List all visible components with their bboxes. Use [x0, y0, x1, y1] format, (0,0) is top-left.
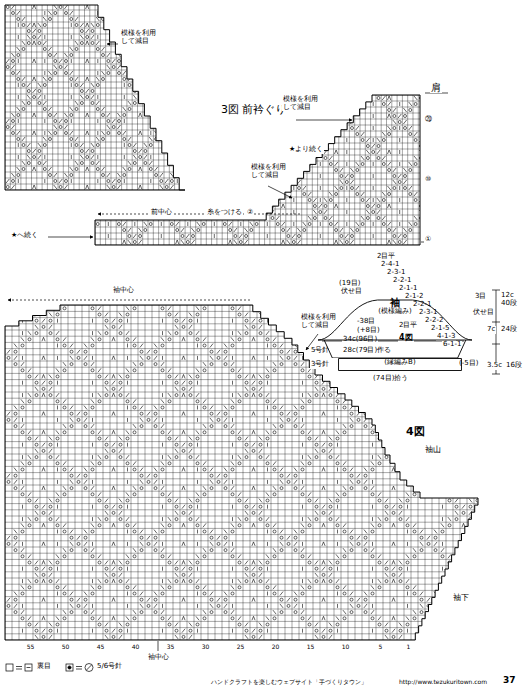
chart-label: ①	[424, 236, 432, 244]
chart-grid	[95, 95, 424, 245]
chart-label: 3号針	[310, 361, 330, 369]
chart-label: ★より続く	[288, 146, 324, 154]
chart-label: 伏せ目	[472, 309, 495, 317]
chart-label: 模様を利用して減目	[250, 164, 288, 179]
chart-label: 4図	[398, 334, 414, 343]
chart-label: 袖中心	[112, 287, 135, 295]
chart-label: 28c(79目)作る	[342, 347, 392, 355]
chart-label: 1	[406, 644, 412, 651]
chart-label: 2-1-5	[430, 325, 450, 333]
chart-outline	[5, 305, 478, 640]
chart-label: 15	[306, 644, 316, 651]
legend-text: 5/6号針	[96, 663, 123, 671]
chart-grid	[5, 4, 191, 190]
chart-label: 37	[502, 676, 517, 686]
chart-label: 50	[61, 644, 71, 651]
chart-label: -38目	[356, 318, 376, 326]
chart-label: 3.5c	[486, 362, 503, 370]
guide-lines	[8, 44, 500, 651]
chart-label: 2-2-1	[392, 277, 412, 285]
chart-label: 2目平	[376, 253, 396, 261]
chart-label: 袖下	[452, 594, 470, 603]
chart-label: 7c	[486, 326, 496, 334]
chart-label: 6-1-1	[442, 341, 462, 349]
chart-label: 2-2-2	[424, 317, 444, 325]
chart-label: 25	[236, 644, 246, 651]
chart-label: 16段	[505, 362, 523, 370]
chart-label: 模様を利用して減目	[282, 96, 320, 111]
chart-label: 袖山	[424, 446, 442, 455]
band-box: (縁編みB)	[338, 358, 462, 371]
sleeve-shape: 袖(模様編み)	[318, 296, 472, 358]
chart-label: ハンドクラフトを楽しむウェブサイト「手づくりタウン」	[210, 679, 368, 686]
chart-label: (19目)	[338, 280, 361, 288]
chart-label: 4-1-3	[436, 333, 456, 341]
chart-label: 前中心	[150, 209, 173, 217]
chart-outline	[95, 95, 420, 245]
chart-label: 2-4-1	[380, 261, 400, 269]
chart-grid	[5, 299, 481, 640]
chart-label: 40段	[500, 300, 518, 308]
chart-label: 袖中心	[147, 654, 170, 662]
chart-label: 55	[26, 644, 36, 651]
chart-label: 模様を利用して減目	[120, 30, 158, 45]
chart-label: 45	[96, 644, 106, 651]
chart-label: 模様を利用して減目	[300, 314, 338, 329]
chart-label: 5	[378, 644, 384, 651]
chart-label: 24段	[500, 326, 518, 334]
chart-label: 2目平	[398, 322, 418, 330]
chart-label: 40	[131, 644, 141, 651]
legend-symbols	[6, 664, 93, 672]
chart-label: 2-3-1	[386, 269, 406, 277]
chart-label: 2-1-2	[404, 293, 424, 301]
chart-label: 35	[166, 644, 176, 651]
node-text: 袖	[318, 297, 472, 308]
chart-label: ②	[246, 209, 254, 217]
chart-label: 2-1-1	[398, 285, 418, 293]
chart-label: 12c	[500, 292, 515, 300]
chart-label: 10	[341, 644, 351, 651]
chart-label: ⑳	[424, 116, 433, 124]
chart-label: 30	[201, 644, 211, 651]
chart-label: (+8目)	[356, 327, 381, 335]
chart-label: 肩	[430, 82, 442, 93]
chart-label: (74目)拾う	[372, 375, 409, 383]
node-text: (模様編み)	[318, 308, 472, 316]
chart-label: 3目	[474, 293, 487, 301]
chart-label: 糸をつける	[206, 209, 243, 217]
legend-text: 裏目	[36, 663, 52, 671]
chart-outline	[5, 5, 185, 190]
chart-label: ⑩	[424, 176, 432, 184]
chart-label: ★へ続く	[10, 232, 39, 240]
chart-label: 20	[271, 644, 281, 651]
chart-label: 伏せ目	[340, 288, 363, 296]
node-text: (縁編みB)	[338, 359, 462, 367]
chart-label: 3図 前衿ぐり	[220, 104, 288, 116]
chart-label: 4図	[405, 426, 426, 438]
chart-label: http://www.tezukuritown.com	[398, 679, 488, 686]
